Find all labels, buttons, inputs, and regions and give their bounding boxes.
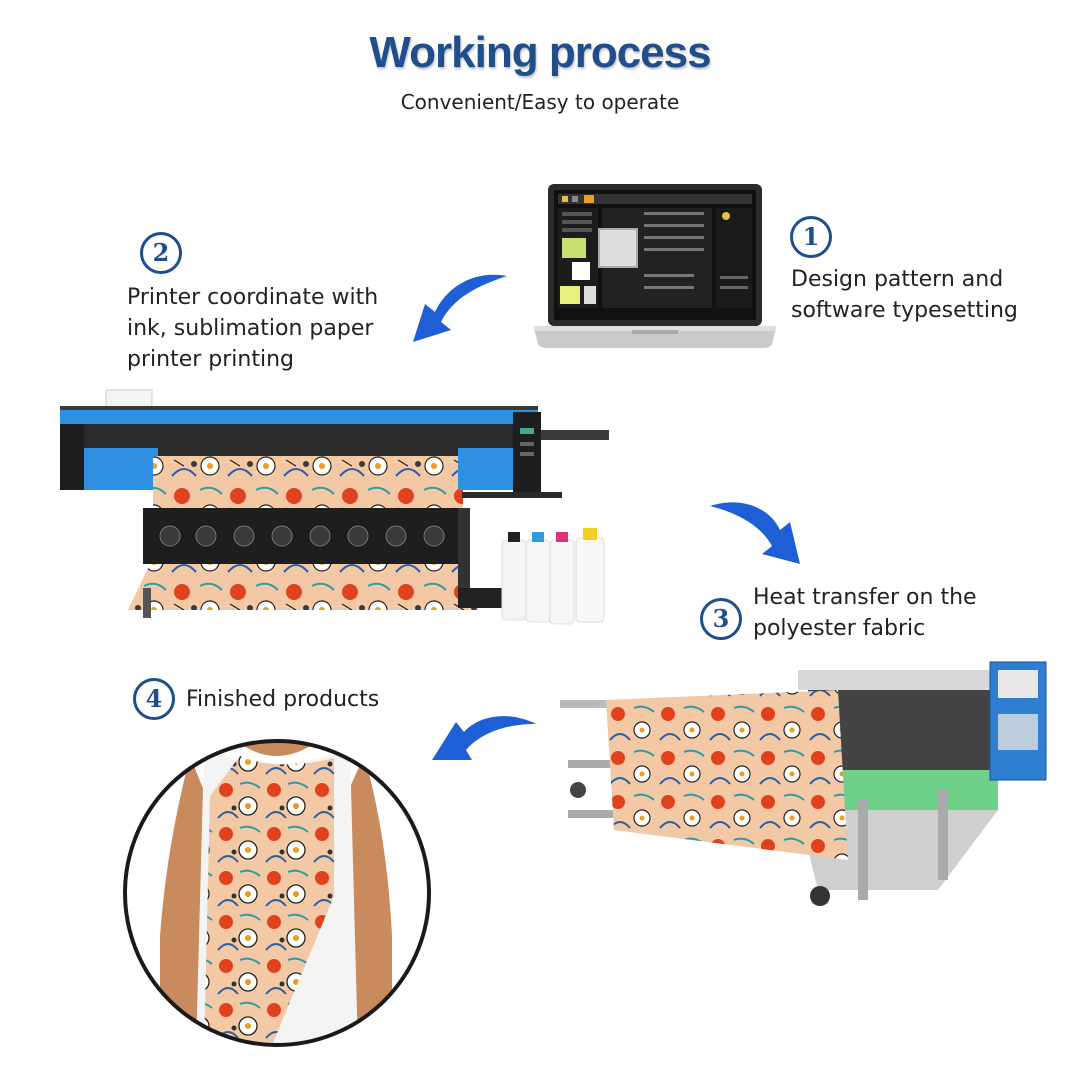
ink-bottles-image	[501, 528, 605, 625]
step-2-number-icon: 2	[140, 232, 182, 274]
step-1-label: Design pattern and software typesetting	[791, 264, 1018, 326]
arrow-step3-to-step4-icon	[432, 716, 536, 760]
step-4-number-icon: 4	[133, 678, 175, 720]
step-3-number-icon: 3	[700, 598, 742, 640]
step-2-line-3: printer printing	[127, 347, 294, 372]
step-2-label: Printer coordinate with ink, sublimation…	[127, 282, 378, 375]
step-2-line-1: Printer coordinate with	[127, 285, 379, 310]
step-3-line-2: polyester fabric	[753, 616, 926, 641]
page-title: Working process	[369, 28, 711, 77]
finished-product-image	[123, 739, 431, 1047]
step-3-label: Heat transfer on the polyester fabric	[753, 582, 977, 644]
step-1-line-2: software typesetting	[791, 298, 1018, 323]
page-subtitle: Convenient/Easy to operate	[400, 90, 680, 114]
arrow-step1-to-step2-icon	[413, 274, 507, 342]
step-1-line-1: Design pattern and	[791, 267, 1004, 292]
step-2-line-2: ink, sublimation paper	[127, 316, 374, 341]
printer-image	[60, 389, 609, 618]
arrow-step2-to-step3-icon	[710, 502, 800, 564]
step-3-line-1: Heat transfer on the	[753, 585, 977, 610]
heat-transfer-machine-image	[560, 661, 1047, 906]
laptop-image	[534, 184, 776, 348]
step-4-line-1: Finished products	[186, 687, 380, 712]
step-1-number-icon: 1	[790, 216, 832, 258]
step-4-label: Finished products	[186, 684, 379, 715]
